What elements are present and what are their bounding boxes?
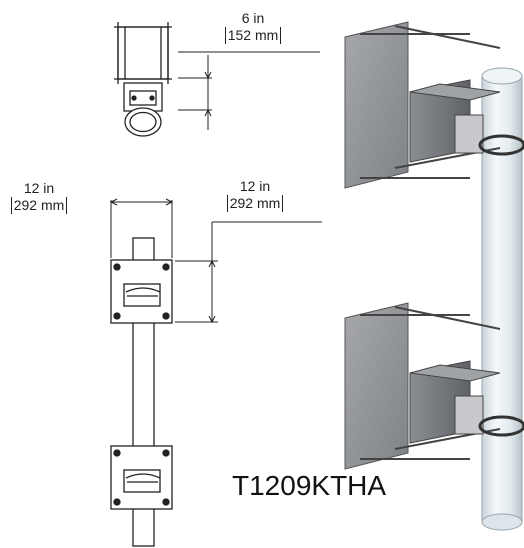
- right-dimension-mm: 292 mm: [226, 195, 284, 212]
- model-number: T1209KTHA: [232, 470, 387, 501]
- top-view: [114, 22, 172, 137]
- pipe: [481, 75, 523, 523]
- mount-render: [344, 21, 524, 531]
- right-dimension-inches: 12 in: [239, 178, 271, 194]
- left-dimension-inches: 12 in: [23, 180, 55, 196]
- front-dimension-lines: [109, 198, 322, 324]
- front-view: [110, 237, 173, 547]
- top-dimension-inches: 6 in: [241, 10, 265, 26]
- top-dimension-lines: [178, 51, 320, 130]
- upper-mount: [344, 21, 524, 189]
- top-dimension-mm: 152 mm: [224, 27, 282, 44]
- left-dimension-mm: 292 mm: [10, 197, 68, 214]
- top-dimension-label: 6 in 152 mm: [222, 10, 284, 44]
- right-dimension-label: 12 in 292 mm: [222, 178, 288, 212]
- left-dimension-label: 12 in 292 mm: [6, 180, 72, 214]
- lower-mount: [344, 302, 524, 470]
